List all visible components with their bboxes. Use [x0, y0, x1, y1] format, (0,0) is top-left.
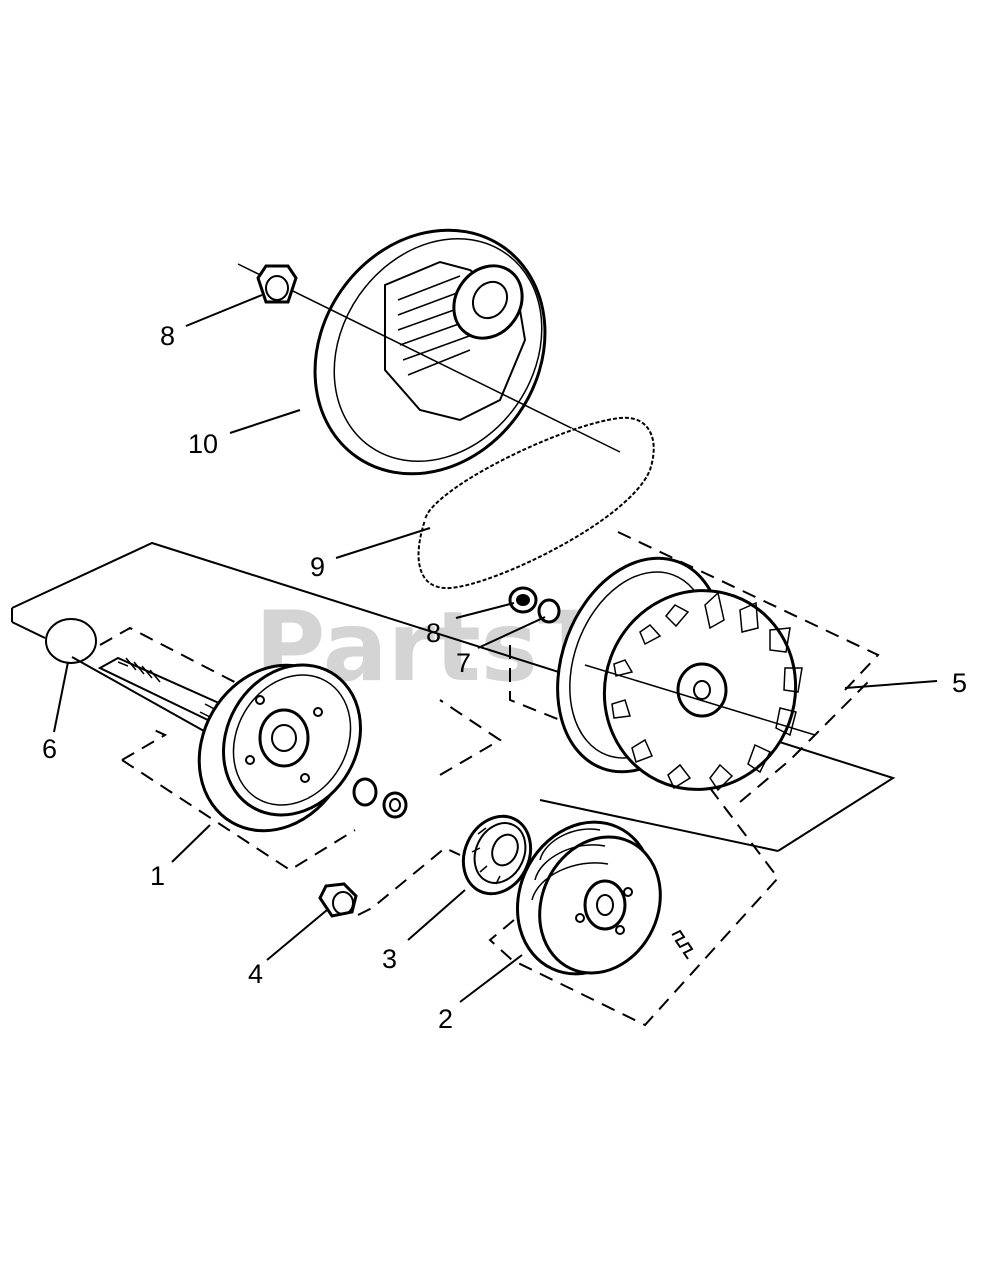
part-clutch-drum[interactable] [97, 626, 502, 872]
part-clutch-shoes[interactable] [488, 787, 780, 1027]
callout-4: 4 [248, 959, 263, 989]
part-bearing[interactable] [357, 805, 543, 916]
assembly-bracket [11, 541, 896, 852]
callout-labels: 8 10 9 8 7 5 6 1 4 3 2 [42, 321, 967, 1034]
callout-7: 7 [456, 648, 471, 678]
part-nut-top[interactable] [256, 264, 298, 304]
part-nut-middle[interactable] [508, 586, 538, 614]
callout-2: 2 [438, 1004, 453, 1034]
callout-8-top: 8 [160, 321, 175, 351]
part-nut-bottom[interactable] [318, 882, 358, 918]
part-driven-pulley[interactable] [237, 185, 621, 519]
callout-10: 10 [188, 429, 218, 459]
part-drive-belt[interactable] [416, 415, 656, 591]
callout-1: 1 [150, 861, 165, 891]
callout-8-middle: 8 [426, 618, 441, 648]
part-circlip[interactable] [45, 618, 97, 664]
callout-5: 5 [952, 668, 967, 698]
part-drive-pulley[interactable] [509, 531, 880, 816]
callout-9: 9 [310, 552, 325, 582]
callout-6: 6 [42, 734, 57, 764]
leader-lines [53, 294, 938, 1003]
callout-3: 3 [382, 944, 397, 974]
